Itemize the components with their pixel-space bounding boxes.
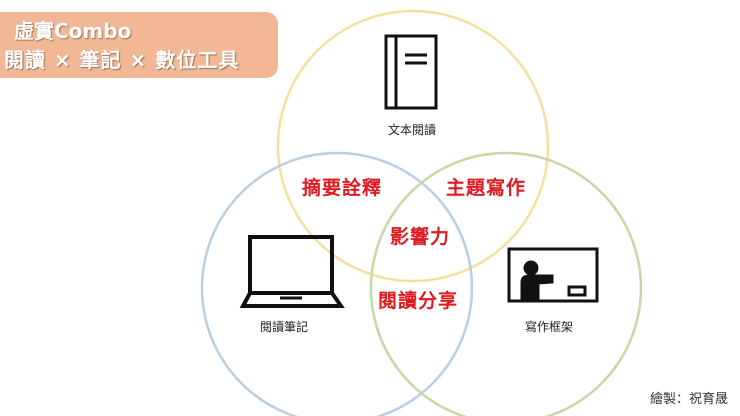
book-icon: [384, 34, 438, 110]
circle-reading: [276, 9, 550, 283]
circle-notes: [200, 151, 474, 416]
overlap-notes-writing: 閱讀分享: [378, 290, 459, 312]
overlap-center: 影響力: [390, 226, 451, 248]
overlap-reading-writing: 主題寫作: [446, 177, 527, 199]
circle-label-reading: 文本閱讀: [388, 123, 437, 137]
circle-label-writing: 寫作框架: [525, 320, 574, 334]
title-line2: 閱讀 × 筆記 × 數位工具: [4, 48, 240, 72]
credit: 繪製：祝育晟: [649, 392, 728, 407]
circle-label-notes: 閱讀筆記: [260, 320, 309, 334]
title-line1: 虛實Combo: [14, 19, 132, 43]
circle-writing: [369, 151, 643, 416]
overlap-reading-notes: 摘要詮釋: [302, 177, 383, 199]
teacher-board-icon: [507, 247, 599, 303]
title-box: [0, 12, 278, 78]
laptop-icon: [239, 235, 345, 308]
